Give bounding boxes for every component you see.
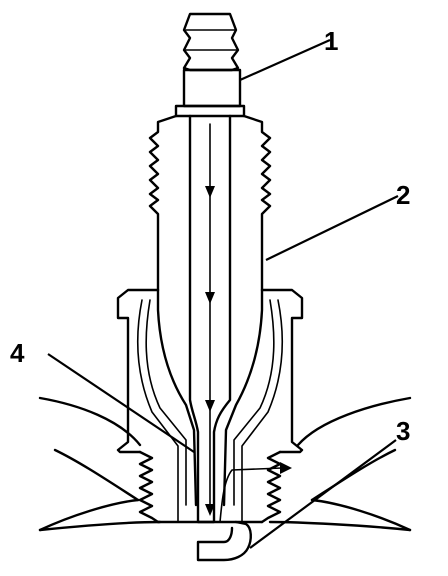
metal-shell (116, 288, 304, 524)
terminal-nut (174, 12, 246, 118)
leader-line-4 (47, 353, 195, 453)
leader-line-3 (249, 439, 397, 549)
ground-electrode (196, 520, 252, 562)
callout-4: 4 (10, 338, 25, 368)
callout-1: 1 (324, 26, 338, 56)
current-flow-arrows (205, 123, 292, 523)
leader-line-2 (265, 195, 399, 261)
insulator (148, 114, 272, 507)
callout-2: 2 (396, 180, 410, 210)
cylinder-head (38, 396, 412, 532)
leader-line-1 (239, 38, 331, 82)
callout-3: 3 (396, 416, 410, 446)
